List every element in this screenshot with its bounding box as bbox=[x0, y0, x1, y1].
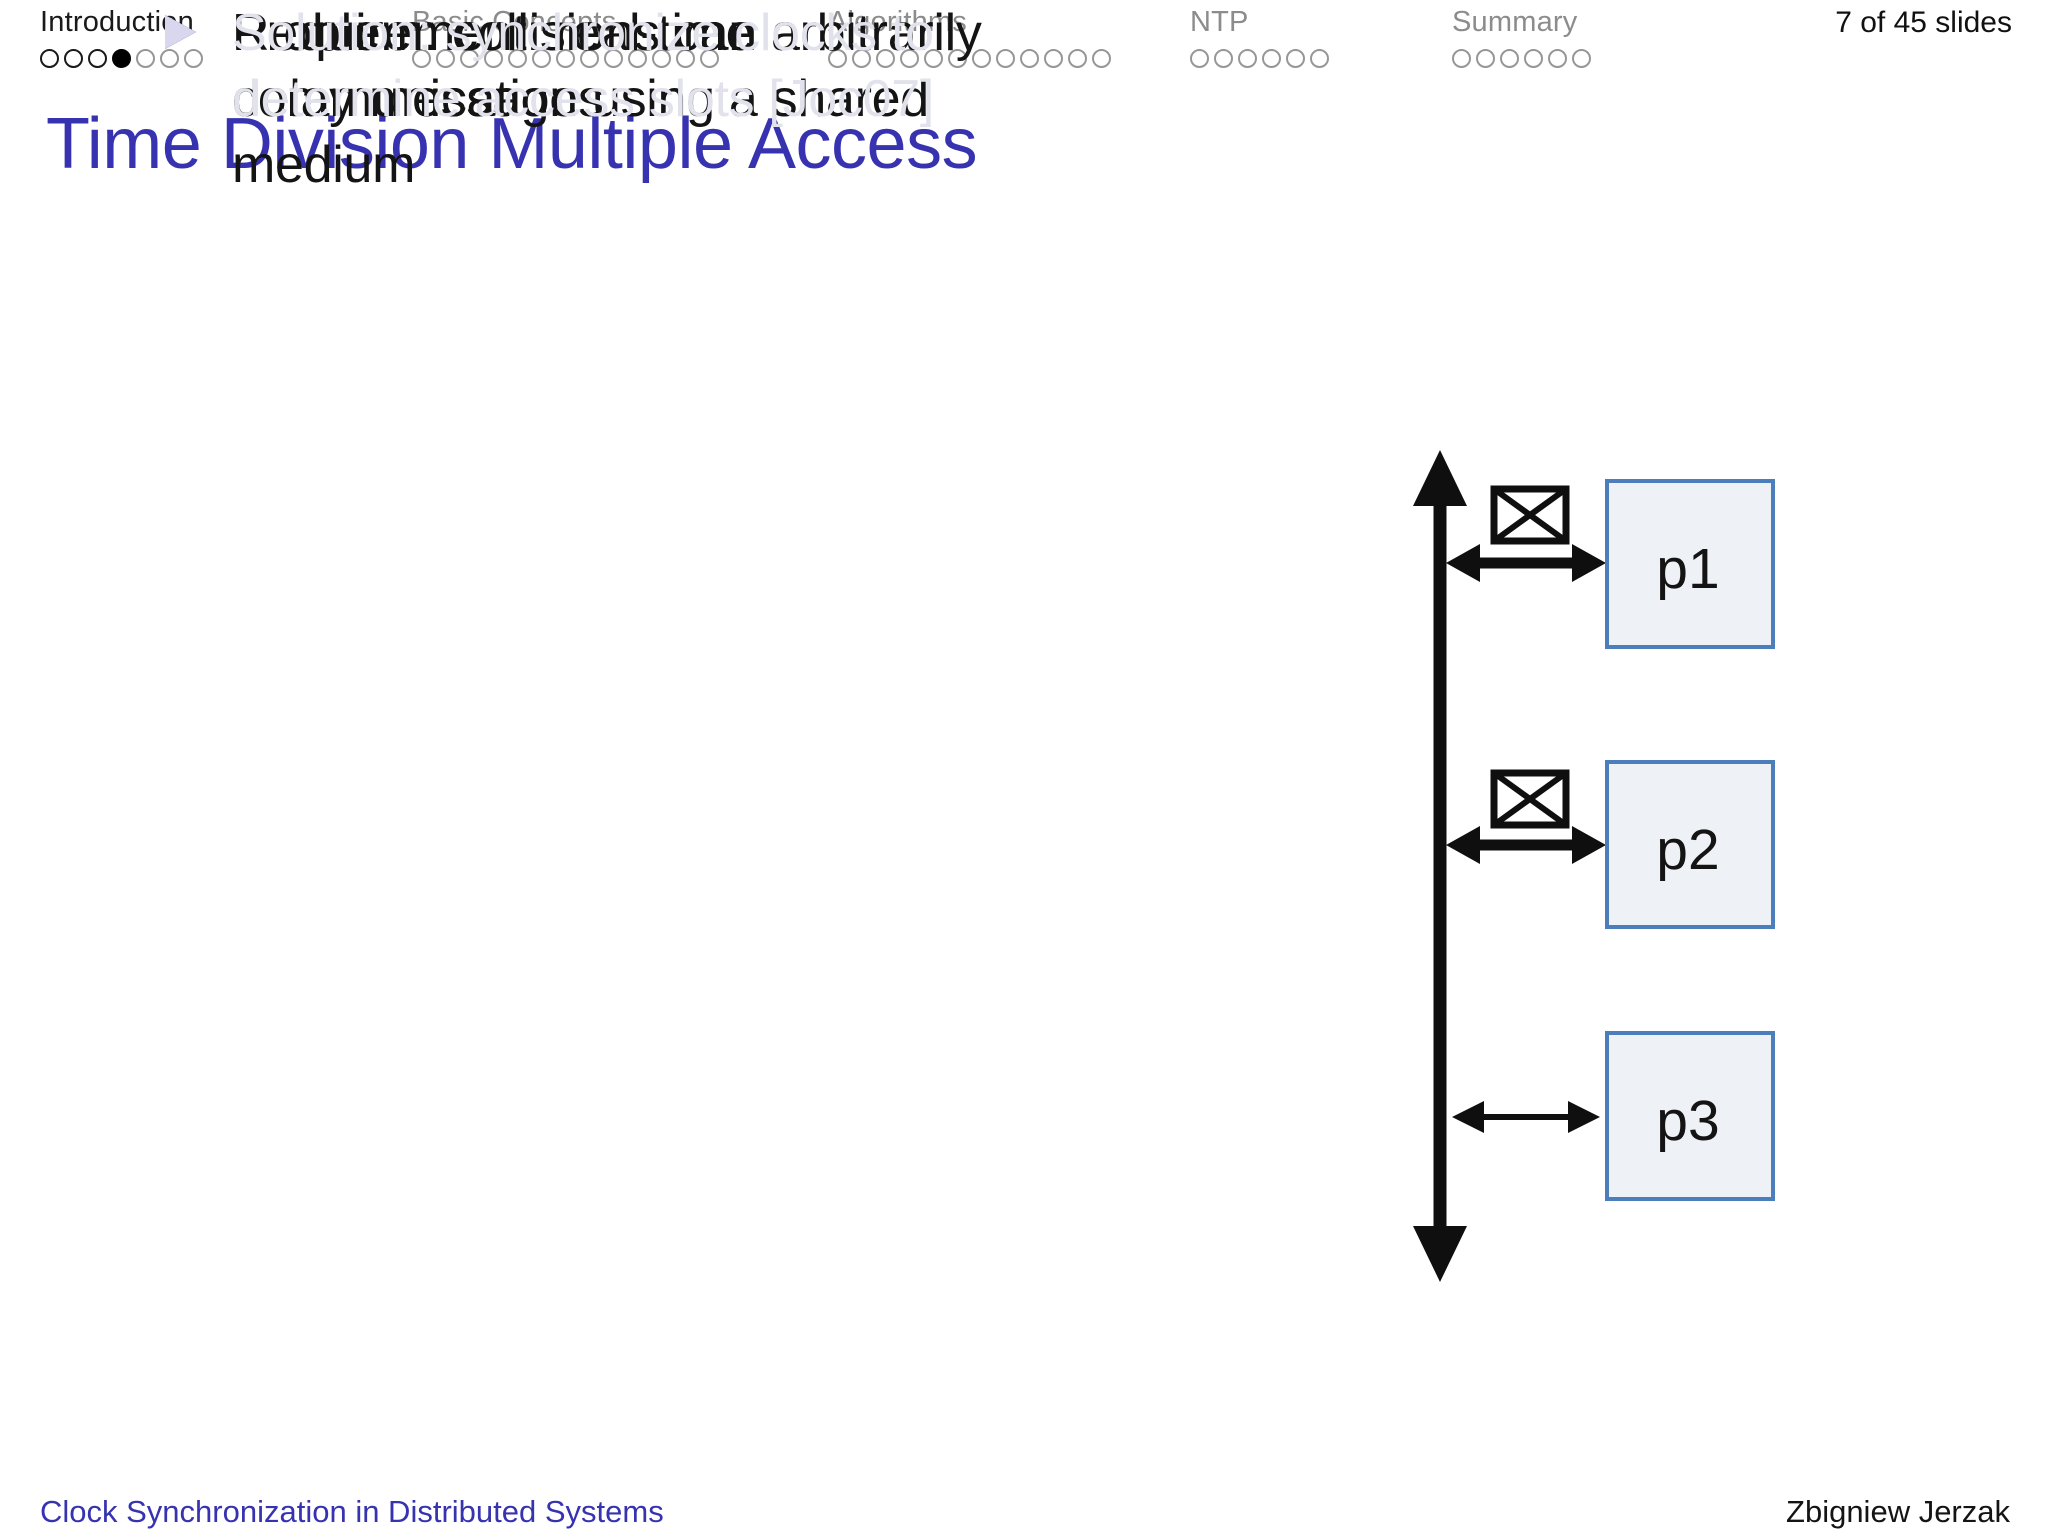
slide-dot[interactable] bbox=[532, 49, 551, 68]
slide-dot[interactable] bbox=[900, 49, 919, 68]
slide-dot[interactable] bbox=[1238, 49, 1257, 68]
slide-dot[interactable] bbox=[828, 49, 847, 68]
slide-dot-row bbox=[412, 49, 724, 69]
slide-dot-row bbox=[1452, 49, 1596, 69]
slide-dot[interactable] bbox=[160, 49, 179, 68]
tdma-diagram: p1 p2 p3 bbox=[1413, 450, 1775, 1282]
bullet-text: Solution: synchronize clocks to determin… bbox=[232, 4, 934, 128]
section-nav: Introduction Basic Concepts Algorithms NTP S… bbox=[0, 0, 2048, 78]
nav-section-algorithms[interactable]: Algorithms bbox=[828, 6, 1116, 69]
bullet-item: Requirement: real-time communication usi… bbox=[165, 0, 1345, 198]
slide-dot[interactable] bbox=[580, 49, 599, 68]
slide-dot[interactable] bbox=[924, 49, 943, 68]
slide-dot[interactable] bbox=[1476, 49, 1495, 68]
nav-section-label[interactable]: Summary bbox=[1452, 6, 1578, 38]
slide-dot-row bbox=[1190, 49, 1334, 69]
slide-dot[interactable] bbox=[652, 49, 671, 68]
slide-dot[interactable] bbox=[460, 49, 479, 68]
slide-dot[interactable] bbox=[1524, 49, 1543, 68]
footer-presentation-title: Clock Synchronization in Distributed Sys… bbox=[40, 1494, 664, 1529]
slide-dot[interactable] bbox=[1092, 49, 1111, 68]
slide-dot[interactable] bbox=[948, 49, 967, 68]
slide-dot[interactable] bbox=[1044, 49, 1063, 68]
slide-dot[interactable] bbox=[676, 49, 695, 68]
slide-dot[interactable] bbox=[1500, 49, 1519, 68]
process-label: p2 bbox=[1656, 818, 1719, 882]
slide-dot[interactable] bbox=[556, 49, 575, 68]
slide-dot[interactable] bbox=[40, 49, 59, 68]
bullet-item: Problem: collisions can arbitrarily dela… bbox=[165, 0, 1345, 132]
slide-dot[interactable] bbox=[1572, 49, 1591, 68]
slide-dot[interactable] bbox=[412, 49, 431, 68]
slide-dot[interactable] bbox=[436, 49, 455, 68]
slide-dot[interactable] bbox=[628, 49, 647, 68]
bullet-text: Problem: collisions can arbitrarily dela… bbox=[232, 4, 982, 128]
slide-dot[interactable] bbox=[1310, 49, 1329, 68]
slide-dot[interactable] bbox=[1068, 49, 1087, 68]
page-title: Time Division Multiple Access bbox=[46, 104, 978, 184]
bullet-item: Solution: synchronize clocks to determin… bbox=[165, 0, 1345, 132]
footer-author: Zbigniew Jerzak bbox=[1786, 1494, 2010, 1529]
process-box-p3: p3 bbox=[1605, 1031, 1775, 1201]
triangle-bullet-icon bbox=[165, 15, 196, 49]
double-arrow-p3 bbox=[1452, 1101, 1600, 1133]
process-label: p3 bbox=[1656, 1089, 1719, 1153]
slide-dot[interactable] bbox=[972, 49, 991, 68]
nav-section-summary[interactable]: Summary bbox=[1452, 6, 1596, 69]
slide-dot[interactable] bbox=[1262, 49, 1281, 68]
slide-dot[interactable] bbox=[852, 49, 871, 68]
slide-dot[interactable] bbox=[88, 49, 107, 68]
current-slide-dot[interactable] bbox=[112, 49, 131, 68]
slide-dot[interactable] bbox=[64, 49, 83, 68]
slide-dot[interactable] bbox=[700, 49, 719, 68]
slide-dot[interactable] bbox=[508, 49, 527, 68]
double-arrow-p1 bbox=[1446, 544, 1606, 582]
process-box-p2: p2 bbox=[1605, 760, 1775, 929]
timeline-arrow bbox=[1413, 450, 1467, 1282]
envelope-icon bbox=[1490, 485, 1570, 545]
slide-dot[interactable] bbox=[184, 49, 203, 68]
nav-section-ntp[interactable]: NTP bbox=[1190, 6, 1334, 69]
slide-dot[interactable] bbox=[136, 49, 155, 68]
nav-section-label[interactable]: Algorithms bbox=[828, 6, 967, 38]
nav-section-basic-concepts[interactable]: Basic Concepts bbox=[412, 6, 724, 69]
slide-dot[interactable] bbox=[1548, 49, 1567, 68]
slide-dot[interactable] bbox=[604, 49, 623, 68]
slide-dot-row bbox=[828, 49, 1116, 69]
slide-dot[interactable] bbox=[1020, 49, 1039, 68]
bullet-text: Requirement: real-time communication usi… bbox=[232, 4, 929, 194]
nav-section-introduction[interactable]: Introduction bbox=[40, 6, 208, 69]
slide-dot[interactable] bbox=[1286, 49, 1305, 68]
process-box-p1: p1 bbox=[1605, 479, 1775, 649]
slide-counter: 7 of 45 slides bbox=[1835, 6, 2012, 39]
nav-section-label[interactable]: NTP bbox=[1190, 6, 1249, 38]
slide-dot[interactable] bbox=[484, 49, 503, 68]
double-arrow-p2 bbox=[1446, 826, 1606, 864]
process-label: p1 bbox=[1656, 537, 1719, 601]
slide-dot[interactable] bbox=[1452, 49, 1471, 68]
envelope-icon bbox=[1490, 769, 1570, 829]
slide-dot-row bbox=[40, 49, 208, 69]
slide-dot[interactable] bbox=[876, 49, 895, 68]
slide-dot[interactable] bbox=[996, 49, 1015, 68]
slide-dot[interactable] bbox=[1190, 49, 1209, 68]
nav-section-label[interactable]: Basic Concepts bbox=[412, 6, 617, 38]
slide-dot[interactable] bbox=[1214, 49, 1233, 68]
